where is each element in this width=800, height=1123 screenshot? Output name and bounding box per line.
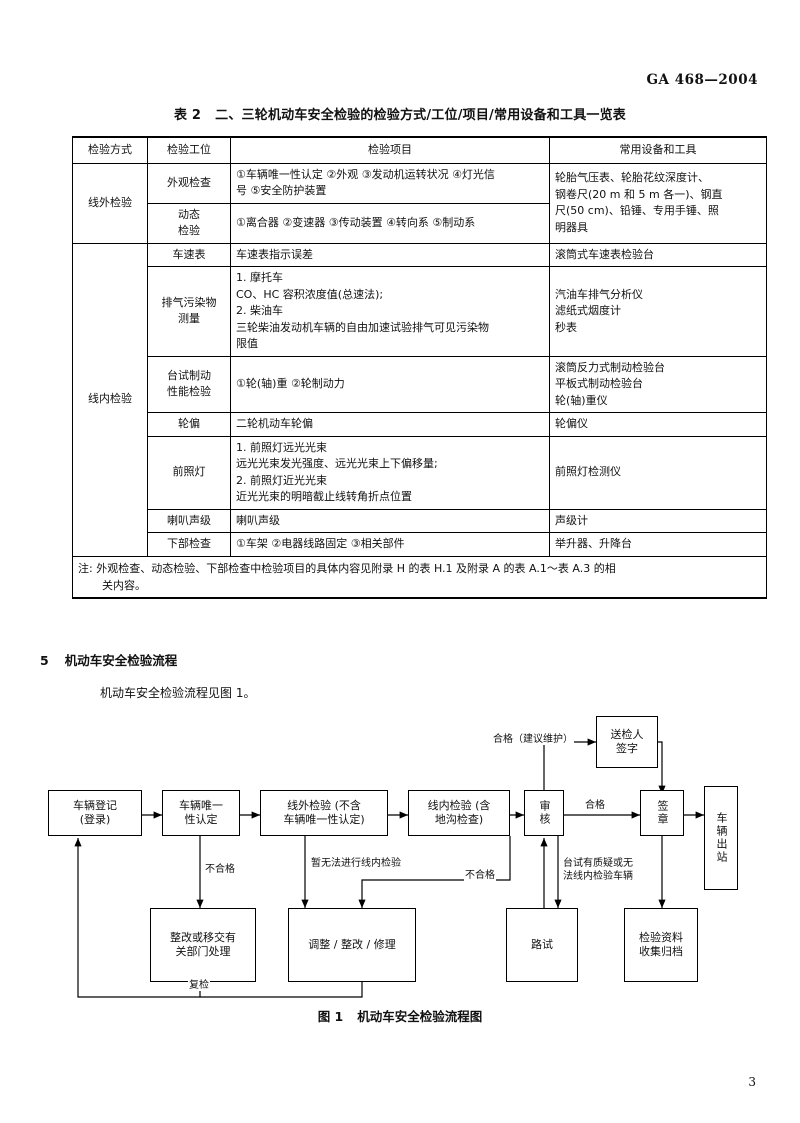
cell-station-brake: 台试制动 性能检验	[147, 355, 231, 413]
flow-box-vehicle-registration[interactable]: 车辆登记 (登录)	[48, 790, 142, 836]
table-caption-number: 表 2	[173, 108, 202, 123]
cell-station-underbody: 下部检查	[147, 532, 231, 557]
cell-item-dynamic: ①离合器 ②变速器 ③传动装置 ④转向系 ⑤制动系	[230, 202, 550, 244]
flow-box-submitter-signature[interactable]: 送检人 签字	[596, 716, 658, 768]
table-row: 线内检验 车速表 车速表指示误差 滚筒式车速表检验台	[72, 242, 767, 557]
section-5-heading: 5 机动车安全检验流程	[40, 650, 177, 669]
cell-method-online: 线内检验	[72, 242, 148, 557]
flowchart-figure-1: 车辆登记 (登录) 车辆唯一 性认定 线外检验 (不含 车辆唯一性认定) 线内检…	[40, 712, 770, 1012]
flow-box-rectify-or-transfer[interactable]: 整改或移交有 关部门处理	[150, 908, 256, 982]
flow-box-road-test[interactable]: 路试	[506, 908, 578, 982]
table-row: 排气污染物 测量 1. 摩托车 CO、HC 容积浓度值(总速法); 2. 柴油车…	[73, 266, 767, 357]
table-note-line1: 注: 外观检查、动态检验、下部检查中检验项目的具体内容见附录 H 的表 H.1 …	[78, 561, 616, 575]
cell-tool-headlamp: 前照灯检测仪	[549, 435, 767, 510]
flowchart-connectors	[74, 738, 704, 998]
inspection-table: 检验方式 检验工位 检验项目 常用设备和工具 线外检验 外观检查 ①车辆唯一性认…	[72, 136, 767, 599]
table-row: 线外检验 外观检查 ①车辆唯一性认定 ②外观 ③发动机运转状况 ④灯光信 号 ⑤…	[72, 162, 767, 244]
flow-label-pass-review: 合格	[584, 800, 606, 811]
flow-box-archive-records[interactable]: 检验资料 收集归档	[624, 908, 698, 982]
cell-item-appearance: ①车辆唯一性认定 ②外观 ③发动机运转状况 ④灯光信 号 ⑤安全防护装置	[230, 162, 550, 204]
cell-tool-emission: 汽油车排气分析仪 滤纸式烟度计 秒表	[549, 266, 767, 357]
table-row: 轮偏 二轮机动车轮偏 轮偏仪	[73, 412, 767, 437]
flow-label-cannot-online: 暂无法进行线内检验	[310, 858, 402, 869]
cell-item-headlamp: 1. 前照灯远光光束 远光光束发光强度、远光光束上下偏移量; 2. 前照灯近光光…	[230, 435, 550, 510]
table-note: 注: 外观检查、动态检验、下部检查中检验项目的具体内容见附录 H 的表 H.1 …	[72, 555, 767, 599]
cell-station-wheel-deviation: 轮偏	[147, 412, 231, 437]
cell-tool-offline: 轮胎气压表、轮胎花纹深度计、 钢卷尺(20 m 和 5 m 各一)、钢直 尺(5…	[549, 162, 767, 244]
cell-station-emission: 排气污染物 测量	[147, 266, 231, 357]
cell-tool-brake: 滚筒反力式制动检验台 平板式制动检验台 轮(轴)重仪	[549, 355, 767, 413]
flow-box-seal[interactable]: 签章	[640, 790, 684, 836]
flow-label-recheck: 复检	[188, 980, 210, 991]
flow-label-pass-maintain: 合格（建议维护）	[492, 734, 574, 745]
cell-item-emission: 1. 摩托车 CO、HC 容积浓度值(总速法); 2. 柴油车 三轮柴油发动机车…	[230, 266, 550, 357]
cell-item-underbody: ①车架 ②电器线路固定 ③相关部件	[230, 532, 550, 557]
flow-box-review[interactable]: 审核	[524, 790, 564, 836]
flow-box-online-inspection[interactable]: 线内检验 (含 地沟检查)	[408, 790, 510, 836]
table-row: 台试制动 性能检验 ①轮(轴)重 ②轮制动力 滚筒反力式制动检验台 平板式制动检…	[73, 355, 767, 413]
cell-item-speedometer: 车速表指示误差	[230, 242, 550, 267]
cell-station-dynamic: 动态 检验	[147, 202, 231, 244]
cell-tool-speedometer: 滚筒式车速表检验台	[549, 242, 767, 267]
table-note-row: 注: 外观检查、动态检验、下部检查中检验项目的具体内容见附录 H 的表 H.1 …	[72, 555, 767, 599]
flow-label-fail-online: 不合格	[464, 870, 496, 881]
flow-box-adjust-repair[interactable]: 调整 / 整改 / 修理	[288, 908, 416, 982]
cell-item-brake: ①轮(轴)重 ②轮制动力	[230, 355, 550, 413]
col-header-item: 检验项目	[230, 136, 550, 164]
table-note-line2: 关内容。	[102, 578, 146, 592]
page-number: 3	[748, 1075, 756, 1089]
table-caption: 表 2 二、三轮机动车安全检验的检验方式/工位/项目/常用设备和工具一览表	[0, 104, 800, 123]
table-row: 下部检查 ①车架 ②电器线路固定 ③相关部件 举升器、升降台	[73, 532, 767, 557]
figure-caption-title: 机动车安全检验流程图	[357, 1009, 483, 1024]
standard-code: GA 468—2004	[646, 72, 758, 88]
figure-caption-number: 图 1	[317, 1009, 344, 1024]
table-row: 喇叭声级 喇叭声级 声级计	[73, 508, 767, 533]
table-header-row: 检验方式 检验工位 检验项目 常用设备和工具	[72, 136, 767, 164]
cell-method-offline: 线外检验	[72, 162, 148, 244]
cell-station-headlamp: 前照灯	[147, 435, 231, 510]
section-5-number: 5	[40, 653, 49, 668]
cell-station-appearance: 外观检查	[147, 162, 231, 204]
cell-station-horn: 喇叭声级	[147, 508, 231, 533]
flow-box-offline-inspection[interactable]: 线外检验 (不含 车辆唯一性认定)	[260, 790, 388, 836]
col-header-station: 检验工位	[147, 136, 231, 164]
cell-tool-wheel-deviation: 轮偏仪	[549, 412, 767, 437]
table-caption-title: 二、三轮机动车安全检验的检验方式/工位/项目/常用设备和工具一览表	[215, 108, 627, 123]
col-header-tool: 常用设备和工具	[549, 136, 767, 164]
cell-tool-underbody: 举升器、升降台	[549, 532, 767, 557]
flow-label-fail-identification: 不合格	[204, 864, 236, 875]
table-row: 前照灯 1. 前照灯远光光束 远光光束发光强度、远光光束上下偏移量; 2. 前照…	[73, 435, 767, 510]
figure-caption: 图 1 机动车安全检验流程图	[0, 1006, 800, 1025]
section-5-title: 机动车安全检验流程	[64, 653, 178, 668]
cell-item-horn: 喇叭声级	[230, 508, 550, 533]
col-header-method: 检验方式	[72, 136, 148, 164]
section-5-body: 机动车安全检验流程见图 1。	[100, 686, 256, 700]
cell-tool-horn: 声级计	[549, 508, 767, 533]
cell-station-speedometer: 车速表	[147, 242, 231, 267]
cell-item-wheel-deviation: 二轮机动车轮偏	[230, 412, 550, 437]
flow-label-bench-doubt: 台试有质疑或无 法线内检验车辆	[562, 858, 634, 883]
table-row: 动态 检验 ①离合器 ②变速器 ③传动装置 ④转向系 ⑤制动系	[73, 202, 767, 244]
flow-box-uniqueness-identification[interactable]: 车辆唯一 性认定	[162, 790, 240, 836]
flow-box-vehicle-exit[interactable]: 车辆出站	[704, 786, 738, 890]
